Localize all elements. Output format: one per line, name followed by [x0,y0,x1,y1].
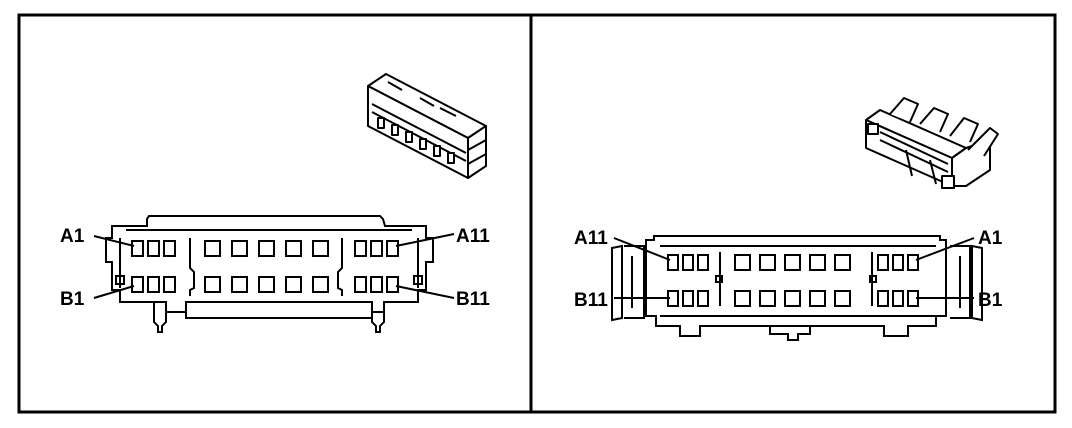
cavity [386,240,399,257]
left-row-a-cavities [131,240,399,257]
cavity [809,254,826,271]
cavity [204,240,221,257]
cavity [697,290,709,307]
cavity [809,290,826,307]
right-label-b11: B11 [574,290,608,311]
cavity [734,290,751,307]
cavity [784,290,801,307]
right-connector-front-view [611,235,983,341]
cavity [892,254,904,271]
left-label-a1: A1 [60,226,85,247]
cavity [682,290,694,307]
left-connector-front-view [105,215,434,333]
cavity [312,240,329,257]
left-row-b-cavities [131,276,399,293]
right-label-a1: A1 [978,228,1003,249]
outer-frame [17,13,1057,414]
right-label-b1: B1 [978,290,1003,311]
cavity [163,276,176,293]
cavity [147,240,160,257]
cavity [204,276,221,293]
cavity [734,254,751,271]
cavity [697,254,709,271]
cavity [258,240,275,257]
cavity [370,276,383,293]
left-panel: A1 A11 B1 B11 [60,73,490,333]
cavity [667,254,679,271]
cavity [285,276,302,293]
cavity [312,276,329,293]
cavity [877,290,889,307]
cavity [354,276,367,293]
cavity [147,276,160,293]
right-panel: A11 A1 B11 B1 [574,97,1003,341]
cavity [258,276,275,293]
cavity [907,254,919,271]
cavity [285,240,302,257]
cavity [386,276,399,293]
left-label-a11: A11 [456,226,490,247]
cavity [370,240,383,257]
cavity [231,240,248,257]
right-connector-isometric [865,97,999,189]
right-row-a-cavities [667,254,919,271]
cavity [784,254,801,271]
cavity [231,276,248,293]
cavity [682,254,694,271]
left-label-b11: B11 [456,289,490,310]
cavity [759,254,776,271]
cavity [131,240,144,257]
cavity [354,240,367,257]
right-leader-lines [613,237,975,299]
cavity [131,276,144,293]
right-row-b-cavities [667,290,919,307]
cavity [759,290,776,307]
left-leader-lines [93,233,455,299]
left-label-b1: B1 [60,289,85,310]
cavity [163,240,176,257]
cavity [834,254,851,271]
cavity [892,290,904,307]
left-connector-isometric [367,73,487,179]
right-label-a11: A11 [574,228,608,249]
cavity [834,290,851,307]
cavity [877,254,889,271]
